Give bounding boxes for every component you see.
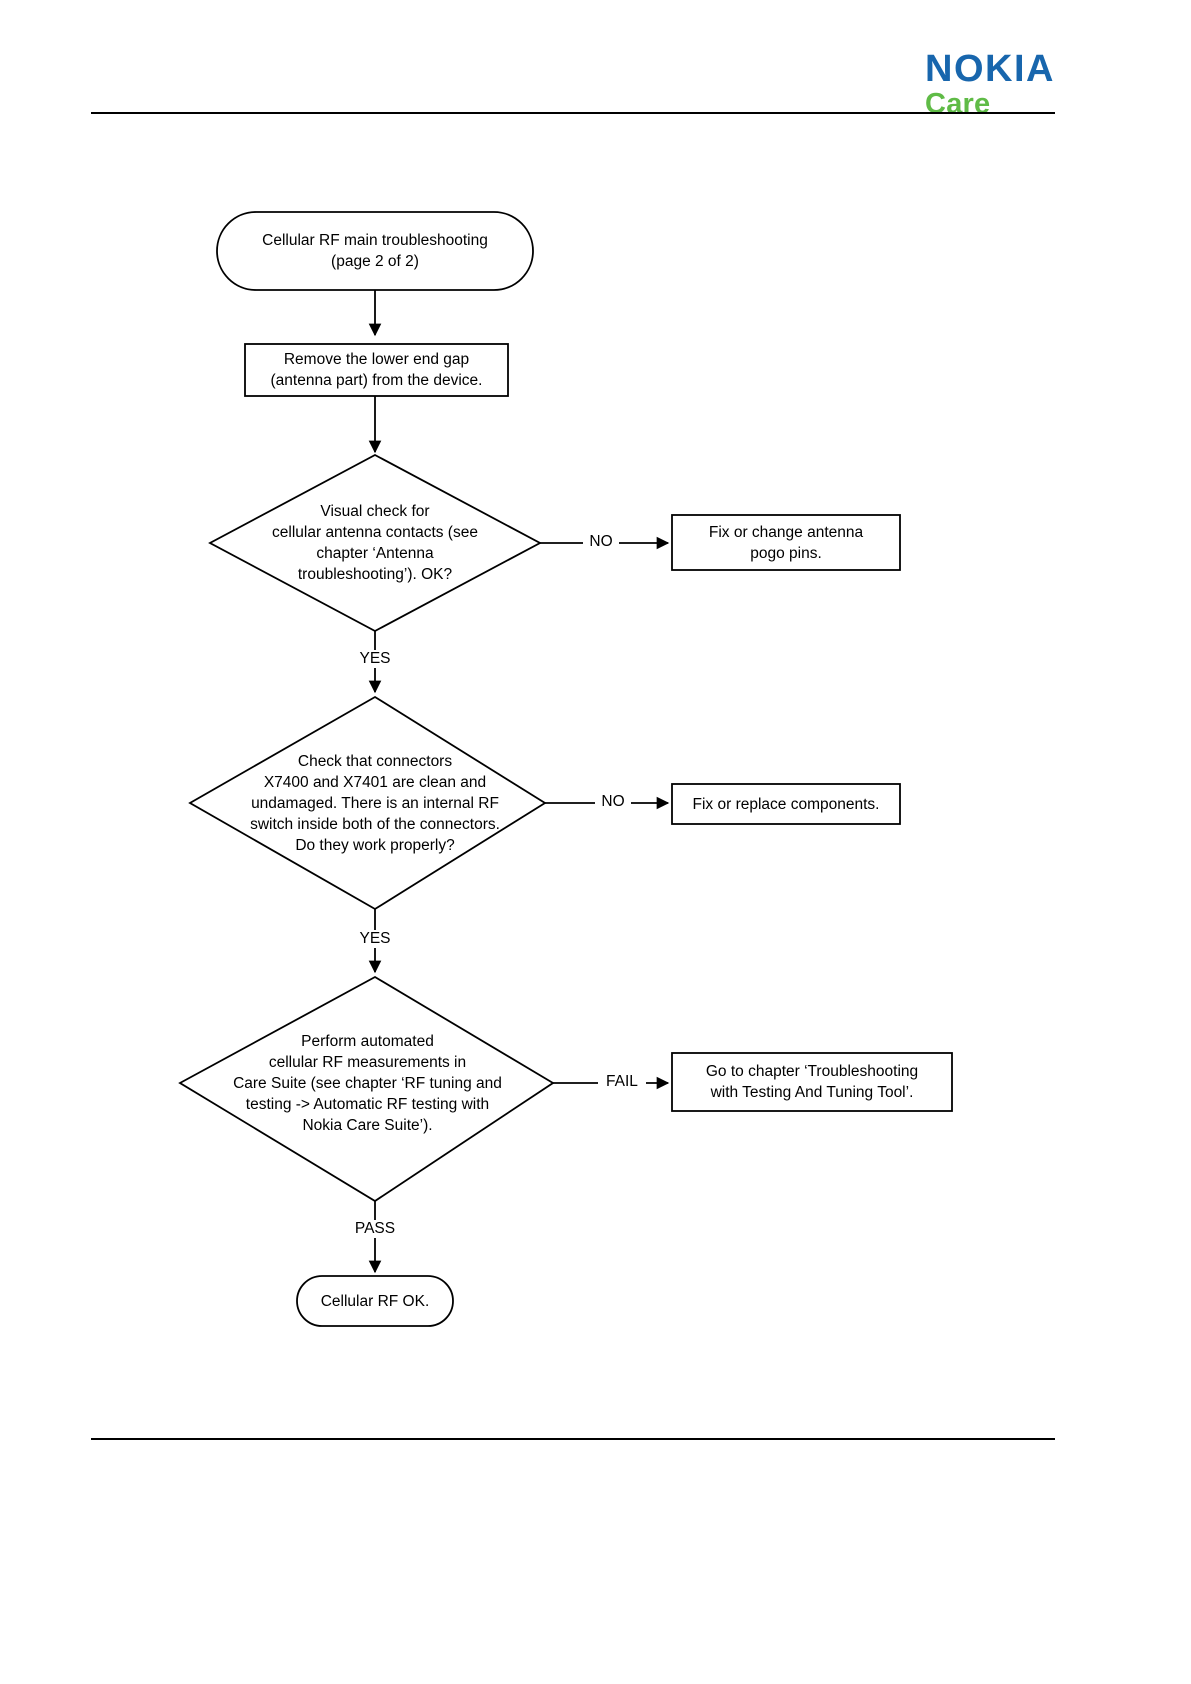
footer-rule (91, 1438, 1055, 1440)
node-pogo-pins-label: Fix or change antenna pogo pins. (708, 523, 864, 562)
shape-result-testing-tool (671, 1052, 953, 1112)
node-connectors-label: Check that connectors X7400 and X7401 ar… (250, 753, 500, 854)
shape-result-fix-replace (671, 783, 901, 825)
shape-end-terminator (296, 1275, 454, 1327)
edge-label-fail: FAIL (598, 1073, 646, 1091)
node-automated-measure-label: Perform automated cellular RF measuremen… (233, 1032, 502, 1134)
edge-label-yes-1: YES (350, 650, 400, 668)
header-rule (91, 112, 1055, 114)
node-start-label: Cellular RF main troubleshooting (page 2… (262, 232, 488, 270)
logo-nokia-wordmark: NOKIA (925, 48, 1055, 90)
node-fix-replace-label: Fix or replace components. (692, 795, 880, 813)
edge-label-no-1: NO (583, 533, 619, 551)
node-end-label: Cellular RF OK. (320, 1292, 430, 1310)
node-remove-gap-label: Remove the lower end gap (antenna part) … (270, 351, 483, 389)
shape-process-remove-gap (244, 343, 509, 397)
node-visual-check-label: Visual check for cellular antenna contac… (272, 503, 478, 583)
edge-label-no-2: NO (595, 793, 631, 811)
node-testing-tool-label: Go to chapter ‘Troubleshooting with Test… (705, 1063, 919, 1101)
shape-result-pogo-pins (671, 514, 901, 571)
nokia-care-logo: NOKIA Care (925, 50, 1055, 119)
edge-label-yes-2: YES (350, 930, 400, 948)
edge-label-pass: PASS (343, 1220, 407, 1238)
